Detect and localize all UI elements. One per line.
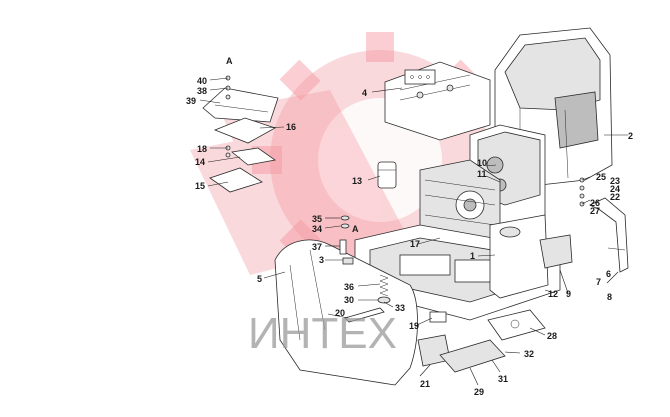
engine-block bbox=[419, 159, 501, 251]
callout-39: 39 bbox=[186, 96, 196, 106]
handrail bbox=[589, 197, 629, 273]
callout-37: 37 bbox=[312, 242, 322, 252]
callout-detail-a: A bbox=[226, 56, 233, 66]
callout-34: 34 bbox=[312, 224, 322, 234]
access-cover bbox=[202, 87, 279, 123]
bolt-stack-40 bbox=[225, 75, 231, 100]
callout-8: 8 bbox=[607, 292, 612, 302]
cab-canopy bbox=[494, 27, 613, 186]
callout-18: 18 bbox=[197, 144, 207, 154]
bolt-stack-35 bbox=[340, 215, 350, 229]
hood-detail bbox=[404, 69, 436, 85]
callout-9: 9 bbox=[566, 289, 571, 299]
callout-27: 27 bbox=[590, 206, 600, 216]
front-cover bbox=[274, 239, 418, 386]
callout-2: 2 bbox=[628, 131, 633, 141]
callout-30: 30 bbox=[344, 295, 354, 305]
spring-assembly bbox=[377, 274, 391, 304]
side-step bbox=[539, 234, 573, 269]
mat-14 bbox=[231, 147, 277, 166]
fuel-tank bbox=[489, 214, 549, 299]
callout-4: 4 bbox=[362, 88, 367, 98]
callout-28: 28 bbox=[547, 331, 557, 341]
brand-watermark: ИНТЕХ bbox=[248, 309, 397, 358]
filter-13 bbox=[377, 161, 397, 189]
callout-16: 16 bbox=[286, 122, 296, 132]
leader-lines bbox=[199, 77, 628, 386]
callout-10: 10 bbox=[477, 158, 487, 168]
callout-17: 17 bbox=[410, 239, 420, 249]
callout-13: 13 bbox=[352, 176, 362, 186]
callout-21: 21 bbox=[420, 379, 430, 389]
callout-23: 23 bbox=[610, 176, 620, 186]
callout-38: 38 bbox=[197, 86, 207, 96]
callout-15: 15 bbox=[195, 181, 205, 191]
callout-1: 1 bbox=[470, 251, 475, 261]
mat-15 bbox=[209, 167, 263, 193]
callout-24: 24 bbox=[610, 184, 620, 194]
callout-35: 35 bbox=[312, 214, 322, 224]
callout-36: 36 bbox=[344, 282, 354, 292]
rod-20 bbox=[344, 307, 385, 323]
callout-29: 29 bbox=[474, 387, 484, 397]
callout-labels: A 40 38 39 16 18 14 15 4 13 35 34 A 37 3… bbox=[186, 56, 633, 397]
callout-40: 40 bbox=[197, 76, 207, 86]
callout-32: 32 bbox=[524, 349, 534, 359]
callout-3: 3 bbox=[319, 255, 324, 265]
callout-5: 5 bbox=[257, 274, 262, 284]
callout-7: 7 bbox=[596, 277, 601, 287]
callout-6: 6 bbox=[606, 269, 611, 279]
callout-25: 25 bbox=[596, 172, 606, 182]
callout-20: 20 bbox=[335, 308, 345, 318]
fitting-37 bbox=[339, 239, 354, 265]
callout-33: 33 bbox=[395, 303, 405, 313]
hardware-cluster bbox=[579, 177, 585, 207]
callout-14: 14 bbox=[195, 157, 205, 167]
callout-a-engine: A bbox=[352, 224, 359, 234]
callout-19: 19 bbox=[409, 321, 419, 331]
callout-12: 12 bbox=[548, 289, 558, 299]
step-plate-29 bbox=[439, 339, 506, 373]
callout-11: 11 bbox=[477, 169, 487, 179]
callout-31: 31 bbox=[498, 374, 508, 384]
callout-22: 22 bbox=[610, 192, 620, 202]
plate-28 bbox=[487, 309, 546, 341]
bracket-19 bbox=[429, 311, 447, 323]
plate-16 bbox=[213, 117, 276, 144]
callout-26: 26 bbox=[590, 198, 600, 208]
